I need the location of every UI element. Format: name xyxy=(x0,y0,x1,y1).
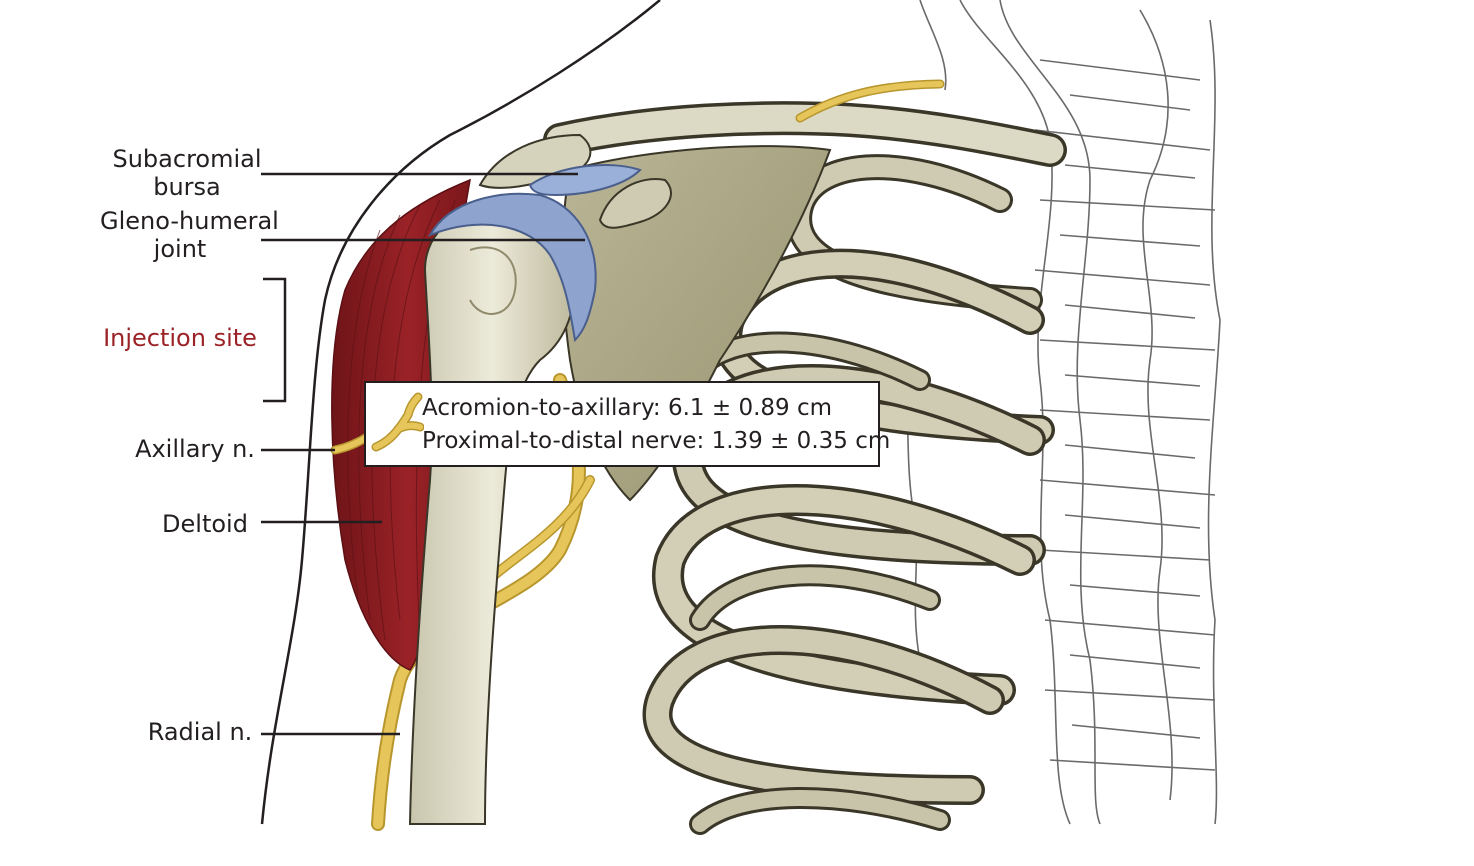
coracoid xyxy=(598,178,672,229)
nerve-branch-icon xyxy=(371,392,424,452)
proximal-to-distal-text: Proximal-to-distal nerve: 1.39 ± 0.35 cm xyxy=(422,428,891,454)
label-axillary-nerve: Axillary n. xyxy=(135,435,255,463)
leader-lines xyxy=(261,172,585,736)
acromion-to-axillary-text: Acromion-to-axillary: 6.1 ± 0.89 cm xyxy=(422,395,833,421)
label-glenohumeral-joint: Gleno-humeral joint xyxy=(100,207,279,263)
label-injection-site: Injection site xyxy=(103,324,257,352)
measurement-box: Acromion-to-axillary: 6.1 ± 0.89 cm Prox… xyxy=(364,381,890,467)
label-deltoid: Deltoid xyxy=(162,510,248,538)
injection-bracket xyxy=(263,277,287,403)
body-outline xyxy=(260,0,661,825)
label-subacromial-bursa: Subacromial bursa xyxy=(112,145,262,201)
label-radial-nerve: Radial n. xyxy=(147,718,253,746)
humerus xyxy=(408,203,577,825)
subacromial-bursa xyxy=(528,164,642,197)
